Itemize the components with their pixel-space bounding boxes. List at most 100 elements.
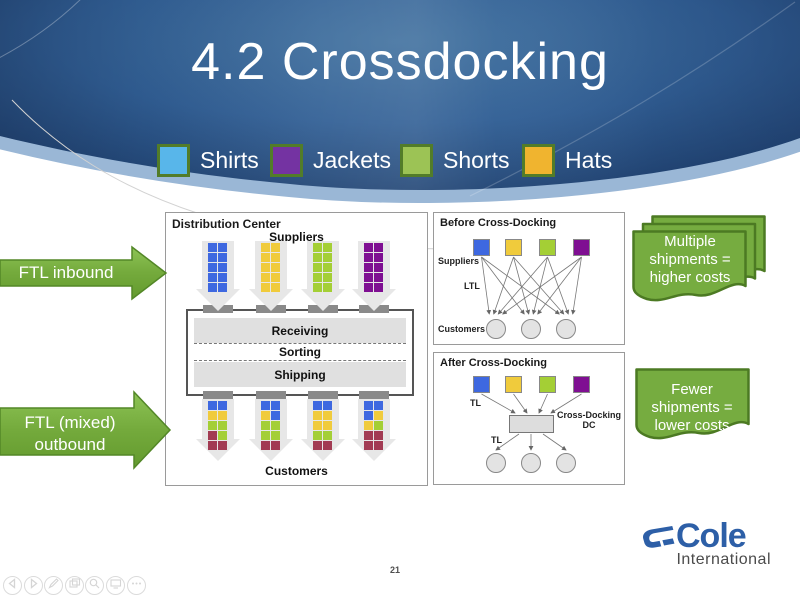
pallet-cell-yellow [261,273,270,282]
slides-button[interactable] [64,576,84,596]
cole-logo-subtitle: International [676,551,771,568]
freight-arrow-head [301,289,345,311]
pallet-cell-purple [374,273,383,282]
display-button[interactable] [105,576,125,596]
decor-arc-top-left [0,0,81,58]
pallet-cell-blue [323,401,332,410]
pallet-cell-yellow [261,253,270,262]
before-supplier-blue [473,239,490,256]
pallet-cell-purple [374,283,383,292]
after-tl-top-label: TL [470,398,481,408]
callout-fewer-line3: lower costs [654,417,730,434]
pallet-cell-yellow [374,411,383,420]
ftl-outbound-label-line1: FTL (mixed) [25,413,116,432]
pallet-cell-yellow [323,411,332,420]
pallet-cell-maroon [364,431,373,440]
pallet-cell-maroon [208,431,217,440]
next-icon [26,576,41,596]
pallet-cell-purple [364,273,373,282]
pallet-cell-purple [374,263,383,272]
pallet-cell-blue [313,401,322,410]
legend-swatch-jackets [270,143,303,177]
legend-label-shirts: Shirts [200,146,259,173]
after-supplier-green [539,376,556,393]
legend-swatch-shirts [157,143,190,177]
callout-multiple-line3: higher costs [649,269,731,286]
crossdocking-dc-label: Cross-Docking DC [552,410,626,430]
ftl-inbound-label: FTL inbound [19,263,114,282]
header-curve-background [0,0,800,250]
more-icon [129,576,144,596]
callout-fewer-line2: shipments = [651,399,733,416]
callout-fewer-line1: Fewer [671,381,713,398]
pallet-cell-green [323,273,332,282]
legend-swatch-hats [522,143,555,177]
pallet-cell-green [313,253,322,262]
outbound-column-2 [249,399,293,463]
freight-arrow-head [249,439,293,461]
ftl-inbound-arrow: FTL inbound [0,245,168,301]
ftl-outbound-label-line2: outbound [35,435,106,454]
after-supplier-purple [573,376,590,393]
after-supplier-blue [473,376,490,393]
pallet-cell-green [271,421,280,430]
sorting-band: Sorting [194,343,406,361]
pallet-cell-blue [208,273,217,282]
pallet-grid [208,243,227,292]
pallet-cell-blue [261,401,270,410]
pallet-cell-green [313,263,322,272]
before-suppliers-label: Suppliers [438,256,480,266]
dock-door-bottom-2 [256,391,286,399]
previous-icon [5,576,20,596]
more-button[interactable] [126,576,146,596]
callout-multiple-line1: Multiple [664,233,716,250]
legend-item-shorts: Shorts [400,142,509,178]
after-customer-3 [556,453,576,473]
crossdocking-dc-box [509,415,554,433]
callout-fewer-text: Fewer shipments = lower costs [636,381,748,435]
receiving-label: Receiving [271,323,329,338]
dock-door-bottom-4 [359,391,389,399]
pallet-cell-blue [208,401,217,410]
pallet-cell-yellow [313,421,322,430]
slides-icon [67,576,82,596]
after-tl-bottom-label: TL [491,435,502,445]
after-title: After Cross-Docking [440,357,547,369]
dc-customers-label: Customers [265,464,328,478]
pen-button[interactable] [44,576,64,596]
pallet-cell-maroon [208,441,217,450]
callout-multiple-line2: shipments = [649,251,731,268]
pallet-cell-yellow [271,263,280,272]
before-supplier-yellow [505,239,522,256]
after-crossdocking-panel: After Cross-Docking TL Cross-Docking DC … [433,352,625,485]
next-button[interactable] [23,576,43,596]
before-supplier-green [539,239,556,256]
zoom-button[interactable] [85,576,105,595]
pallet-cell-green [218,431,227,440]
pallet-cell-yellow [261,263,270,272]
display-icon [108,576,123,596]
pallet-cell-yellow [261,243,270,252]
pen-icon [46,576,61,596]
before-customer-1 [486,319,506,339]
pallet-cell-blue [218,273,227,282]
pallet-cell-blue [364,401,373,410]
legend-item-hats: Hats [522,142,612,178]
dock-door-bottom-3 [308,391,338,399]
pallet-cell-green [313,273,322,282]
pallet-cell-blue [271,401,280,410]
pallet-grid [313,401,332,450]
pallet-cell-blue [208,253,217,262]
before-title: Before Cross-Docking [440,217,557,229]
pallet-cell-green [261,421,270,430]
pallet-cell-blue [208,243,217,252]
pallet-cell-blue [208,283,217,292]
dock-door-bottom-1 [203,391,233,399]
outbound-column-1 [196,399,240,463]
before-customers-label: Customers [438,324,486,334]
pallet-cell-green [261,431,270,440]
legend-item-jackets: Jackets [270,142,391,178]
previous-button[interactable] [3,576,22,595]
pallet-cell-maroon [261,441,270,450]
ftl-outbound-arrow: FTL (mixed) outbound [0,390,172,470]
